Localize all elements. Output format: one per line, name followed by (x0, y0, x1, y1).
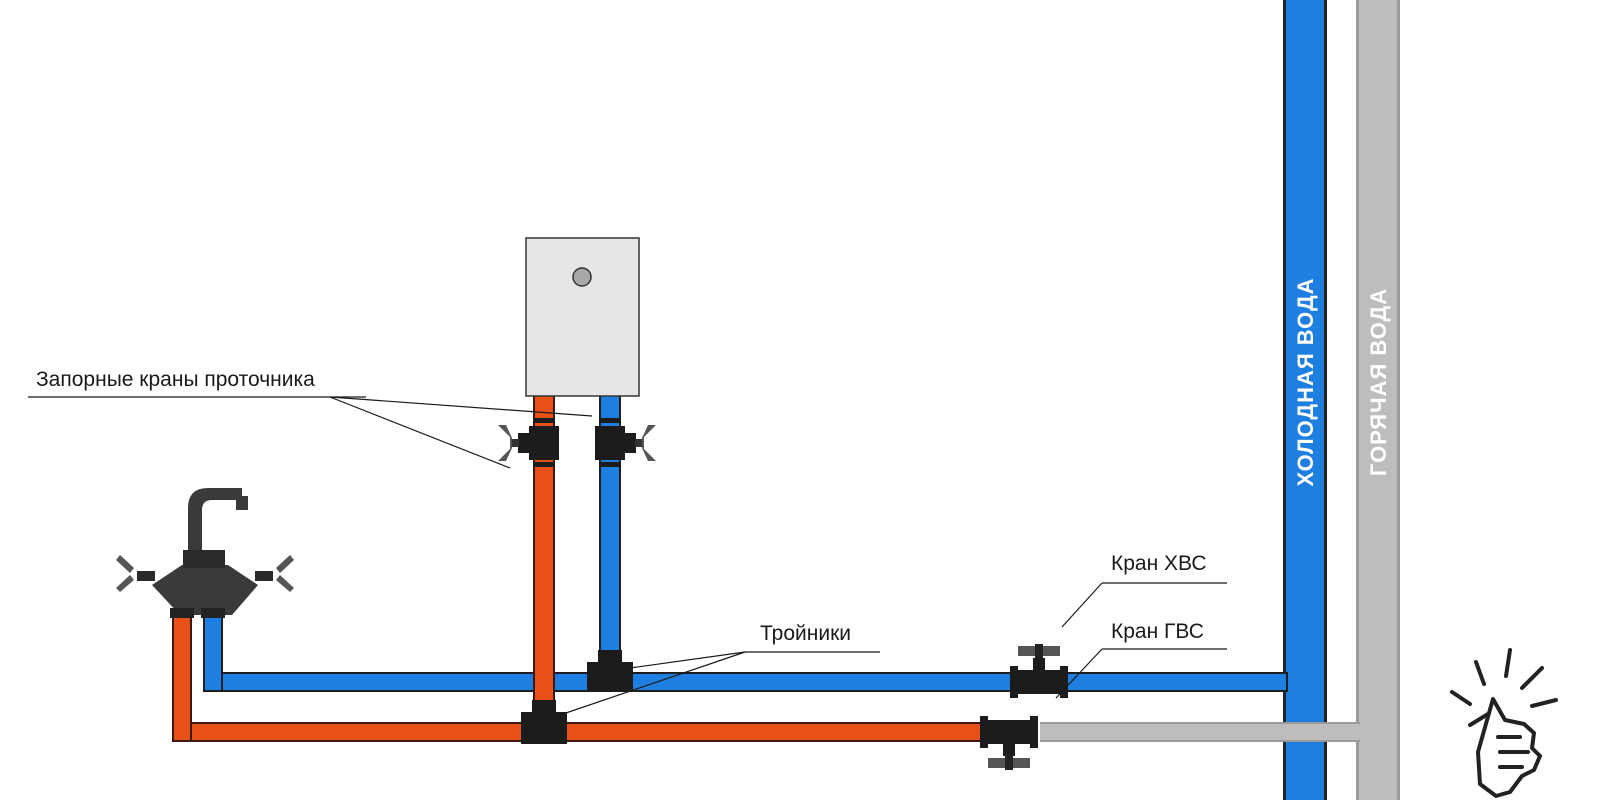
hot-valve-label: Кран ГВС (1111, 620, 1204, 643)
cold-water-riser (1283, 0, 1327, 800)
mixer-tap-icon (116, 488, 294, 618)
cold-valve-label: Кран ХВС (1111, 552, 1207, 575)
heater-hot-shutoff-valve (498, 418, 559, 467)
hot-branch-pipe (172, 722, 1002, 742)
hot-water-riser (1356, 0, 1400, 800)
tee-cold (587, 650, 633, 692)
hot-supply-pipe (1040, 722, 1360, 742)
hot-water-valve (980, 716, 1038, 770)
tee-hot (521, 700, 567, 744)
tees-callout: Тройники (559, 622, 880, 716)
cold-water-valve (1010, 644, 1068, 698)
water-heater (525, 237, 640, 397)
valve-handle-icon (498, 425, 512, 461)
shutoff-valves-label: Запорные краны проточника (36, 368, 315, 391)
heater-indicator-icon (572, 267, 592, 287)
valve-handle-icon (642, 425, 656, 461)
hot-valve-callout: Кран ГВС (1055, 620, 1227, 699)
heater-cold-pipe (599, 395, 621, 685)
cold-valve-callout: Кран ХВС (1061, 552, 1227, 628)
heater-cold-shutoff-valve (595, 418, 656, 467)
hot-water-riser-label: ГОРЯЧАЯ ВОДА (1366, 288, 1391, 476)
mixer-cold-drop (203, 615, 223, 692)
cold-branch-pipe (203, 672, 1288, 692)
cold-water-riser-label: ХОЛОДНАЯ ВОДА (1293, 277, 1318, 486)
shutoff-valves-callout: Запорные краны проточника (28, 368, 593, 469)
mixer-hot-drop (172, 615, 192, 742)
heater-hot-pipe (533, 395, 555, 735)
tees-label: Тройники (760, 622, 851, 645)
thumbs-up-icon (1450, 648, 1558, 798)
